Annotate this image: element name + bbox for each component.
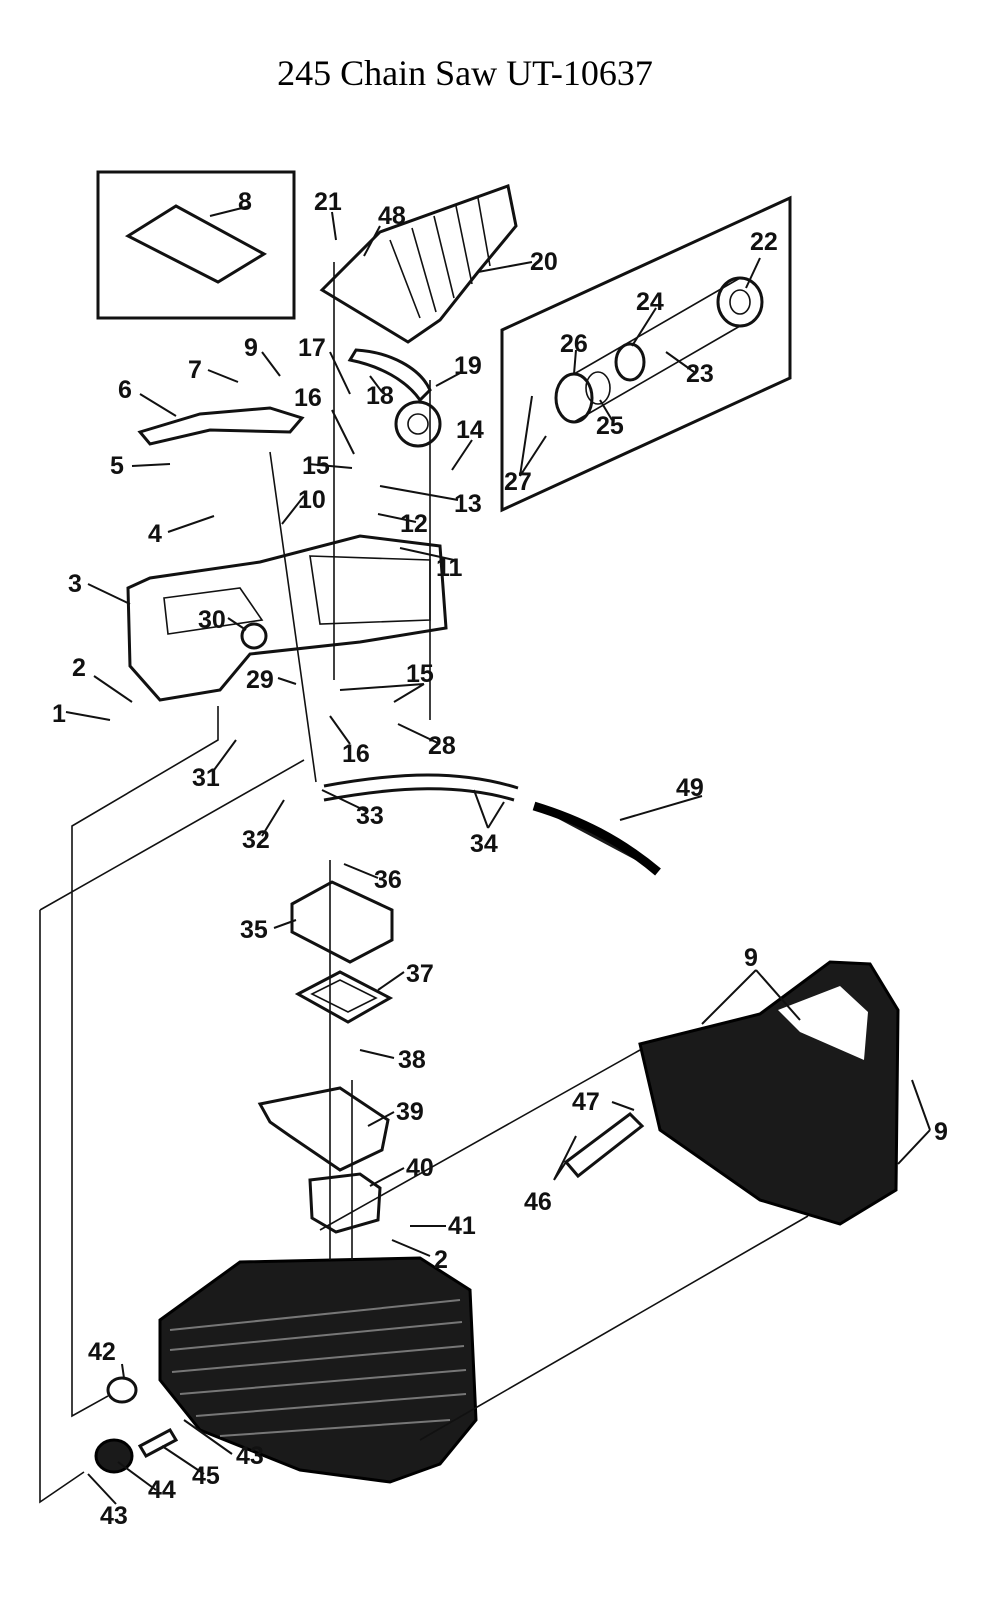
callout-19: 19 xyxy=(454,352,482,380)
pin-45 xyxy=(137,1428,179,1458)
engine-block xyxy=(158,1256,478,1484)
callout-25: 25 xyxy=(596,412,624,440)
callout-30: 30 xyxy=(198,606,226,634)
adapter-39 xyxy=(257,1086,390,1172)
knob-19-inner xyxy=(407,413,429,435)
callout-48: 48 xyxy=(378,202,406,230)
callout-41: 41 xyxy=(448,1212,476,1240)
callout-36: 36 xyxy=(374,866,402,894)
cable-17-18 xyxy=(347,348,432,403)
callout-4: 4 xyxy=(148,520,162,548)
callout-5: 5 xyxy=(110,452,124,480)
part-46-47 xyxy=(563,1112,645,1179)
callout-16: 16 xyxy=(342,740,370,768)
part-30 xyxy=(240,622,268,650)
diagram-title: 245 Chain Saw UT-10637 xyxy=(277,53,653,93)
callout-16: 16 xyxy=(294,384,322,412)
throttle-handle-6 xyxy=(137,406,305,446)
callout-43: 43 xyxy=(100,1502,128,1530)
callout-9: 9 xyxy=(934,1118,948,1146)
callout-26: 26 xyxy=(560,330,588,358)
callout-44: 44 xyxy=(148,1476,176,1504)
guard-hole xyxy=(778,986,868,1060)
gasket-37 xyxy=(294,970,394,1024)
callout-2: 2 xyxy=(72,654,86,682)
air-filter-cover xyxy=(319,184,518,344)
inset-box-cover xyxy=(96,170,296,320)
cover-plate xyxy=(124,204,268,284)
callout-38: 38 xyxy=(398,1046,426,1074)
callout-7: 7 xyxy=(188,356,202,384)
inset-box-filter xyxy=(500,195,792,513)
air-filter-ribs xyxy=(389,197,491,319)
callout-31: 31 xyxy=(192,764,220,792)
gasket-24 xyxy=(614,342,646,382)
bushing-42 xyxy=(106,1376,138,1404)
fuel-line-49 xyxy=(532,801,661,876)
callout-22: 22 xyxy=(750,228,778,256)
callout-34: 34 xyxy=(470,830,498,858)
callout-32: 32 xyxy=(242,826,270,854)
callout-45: 45 xyxy=(192,1462,220,1490)
knob-19 xyxy=(394,400,442,448)
callout-21: 21 xyxy=(314,188,342,216)
callout-9: 9 xyxy=(244,334,258,362)
assembly-guide-lines xyxy=(39,262,809,1504)
callout-9: 9 xyxy=(744,944,758,972)
callout-18: 18 xyxy=(366,382,394,410)
callout-20: 20 xyxy=(530,248,558,276)
fuel-line-34 xyxy=(323,773,519,802)
callout-29: 29 xyxy=(246,666,274,694)
callout-3: 3 xyxy=(68,570,82,598)
callout-14: 14 xyxy=(456,416,484,444)
callout-15: 15 xyxy=(406,660,434,688)
filter-22 xyxy=(716,276,764,328)
callout-10: 10 xyxy=(298,486,326,514)
engine-fins xyxy=(169,1299,467,1437)
callout-49: 49 xyxy=(676,774,704,802)
callout-6: 6 xyxy=(118,376,132,404)
leader-lines xyxy=(65,205,931,1505)
callout-24: 24 xyxy=(636,288,664,316)
pad-35 xyxy=(290,880,394,964)
callout-33: 33 xyxy=(356,802,384,830)
carburetor-40 xyxy=(308,1172,382,1234)
callout-2: 2 xyxy=(434,1246,448,1274)
callout-39: 39 xyxy=(396,1098,424,1126)
callout-23: 23 xyxy=(686,360,714,388)
callout-8: 8 xyxy=(238,188,252,216)
callout-37: 37 xyxy=(406,960,434,988)
callout-42: 42 xyxy=(88,1338,116,1366)
callout-17: 17 xyxy=(298,334,326,362)
callout-12: 12 xyxy=(400,510,428,538)
guard-housing xyxy=(638,960,900,1226)
callout-40: 40 xyxy=(406,1154,434,1182)
callout-43: 43 xyxy=(236,1442,264,1470)
callout-1: 1 xyxy=(52,700,66,728)
callout-13: 13 xyxy=(454,490,482,518)
housing-3 xyxy=(126,534,448,702)
callout-28: 28 xyxy=(428,732,456,760)
callout-11: 11 xyxy=(436,554,463,582)
callout-15: 15 xyxy=(302,452,330,480)
callout-47: 47 xyxy=(572,1088,600,1116)
filter-22-inner xyxy=(729,289,751,315)
callout-46: 46 xyxy=(524,1188,552,1216)
part-44 xyxy=(94,1438,134,1474)
ring-25 xyxy=(585,371,611,405)
callout-27: 27 xyxy=(504,468,532,496)
filter-tube xyxy=(573,277,741,423)
callout-35: 35 xyxy=(240,916,268,944)
